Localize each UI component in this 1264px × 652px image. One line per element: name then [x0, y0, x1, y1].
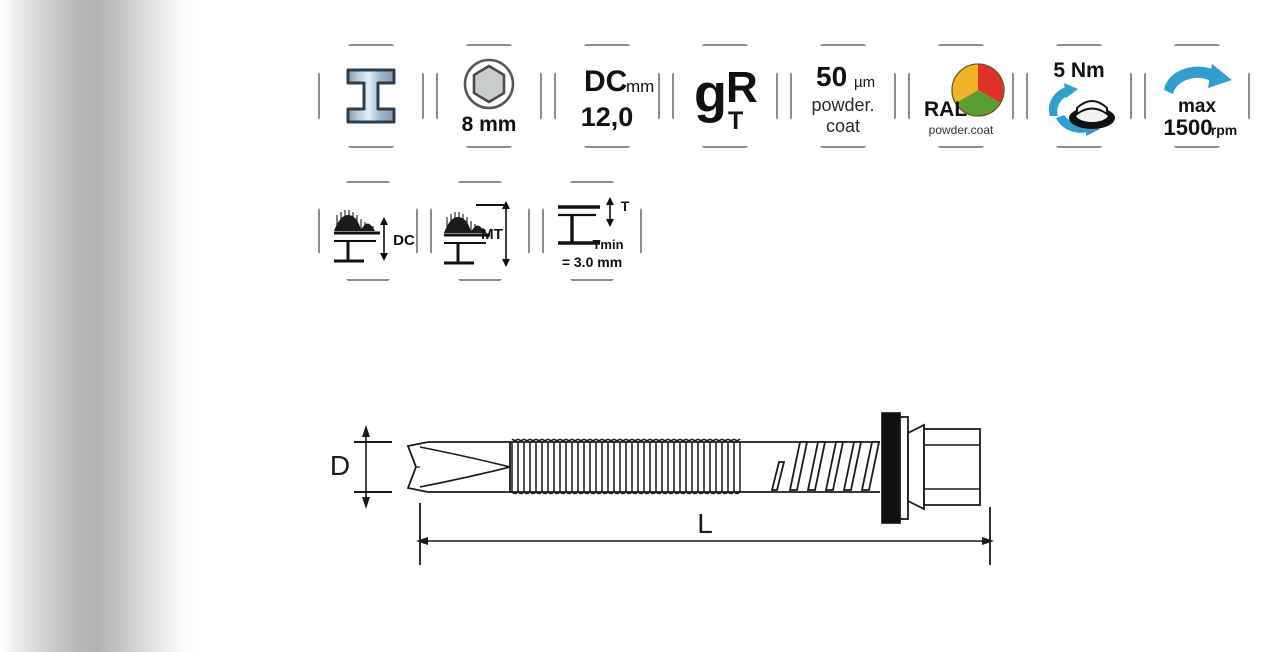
spec-icon-row-diagrams: DC [318, 181, 642, 281]
t-dimension-arrow [606, 197, 614, 227]
dc-diagram-label: DC [393, 232, 415, 249]
max-label: max [1178, 96, 1216, 117]
grt-g-label: g [694, 64, 727, 124]
spec-icon-mt-diagram: MT [430, 181, 530, 281]
mt-diagram-label: MT [481, 226, 503, 243]
grt-t-label: T [728, 107, 743, 135]
length-dimension [416, 503, 994, 565]
tmin-diagram-icon: T Tmin = 3.0 mm [558, 197, 630, 270]
tmin-label: Tmin [592, 237, 623, 252]
coarse-thread [770, 441, 881, 491]
coating-type-line2-label: coat [826, 116, 860, 136]
colour-wheel-icon [951, 63, 1005, 117]
dc-label: DC [584, 65, 627, 98]
washer-head-icon [1069, 100, 1115, 129]
diameter-dimension [354, 425, 392, 509]
flange [907, 423, 925, 511]
steel-beam-icon [346, 68, 396, 124]
octagon-frame [672, 44, 778, 148]
grt-thread-icon: g R T [694, 63, 758, 135]
drill-chip-graphic [334, 210, 375, 231]
mt-diagram-icon: MT [444, 201, 510, 267]
t-label: T [621, 198, 630, 214]
rotation-arrow-icon [1048, 83, 1100, 136]
spec-icon-tmin-diagram: T Tmin = 3.0 mm [542, 181, 642, 281]
drive-size-label: 8 mm [462, 113, 517, 136]
octagon-frame [554, 44, 660, 148]
spec-icon-row-primary: 8 mm DC mm 12,0 g R T 50 [318, 44, 1250, 148]
spec-icon-drive-size: 8 mm [436, 44, 542, 148]
washer-plate [899, 416, 909, 520]
coating-value-label: 50 [816, 61, 847, 92]
dc-dimension-arrow [380, 217, 388, 261]
ral-sub-label: powder.coat [929, 123, 994, 137]
mt-dimension-arrow [476, 201, 510, 267]
spec-icon-thread-type: g R T [672, 44, 778, 148]
spec-icon-max-speed: max 1500 rpm [1144, 44, 1250, 148]
ral-label: RAL [924, 98, 967, 121]
diameter-label: D [330, 450, 350, 481]
dc-value-label: 12,0 [581, 102, 634, 132]
spec-icon-ral-colour: RAL powder.coat [908, 44, 1014, 148]
spec-icon-dc-diagram: DC [318, 181, 418, 281]
dc-diagram-icon: DC [334, 210, 415, 263]
spec-icon-coating-thickness: 50 µm powder. coat [790, 44, 896, 148]
octagon-frame [790, 44, 896, 148]
coating-unit-label: µm [854, 74, 875, 91]
sealing-washer [881, 412, 901, 524]
tmin-value-label: = 3.0 mm [562, 254, 622, 270]
coating-type-line1-label: powder. [811, 95, 874, 115]
powder-coat-thickness-icon: 50 µm powder. coat [811, 61, 875, 136]
hex-socket-icon: 8 mm [462, 58, 517, 136]
spec-icon-steel-beam [318, 44, 424, 148]
max-rpm-icon: max 1500 rpm [1164, 64, 1237, 140]
octagon-frame [542, 181, 642, 281]
screw-drawing-svg: D [330, 412, 994, 565]
dc-unit-label: mm [626, 77, 654, 96]
drilling-capacity-icon: DC mm 12,0 [581, 65, 655, 132]
speed-arrow-icon [1164, 64, 1232, 94]
rpm-value-label: 1500 [1164, 115, 1213, 140]
drill-chip-graphic [444, 212, 485, 233]
length-label: L [697, 508, 713, 539]
rpm-unit-label: rpm [1211, 122, 1237, 138]
torque-label: 5 Nm [1053, 59, 1104, 82]
octagon-frame [1144, 44, 1250, 148]
screw-body [406, 412, 981, 524]
left-gradient-band [0, 0, 196, 652]
spec-icon-drilling-capacity: DC mm 12,0 [554, 44, 660, 148]
ral-colour-icon: RAL powder.coat [924, 63, 1005, 137]
hex-head [923, 428, 981, 506]
screw-dimension-drawing: D [320, 395, 1040, 585]
spec-icon-torque: 5 Nm [1026, 44, 1132, 148]
grt-r-label: R [726, 63, 758, 112]
fine-thread [511, 438, 741, 495]
torque-icon: 5 Nm [1048, 59, 1115, 136]
